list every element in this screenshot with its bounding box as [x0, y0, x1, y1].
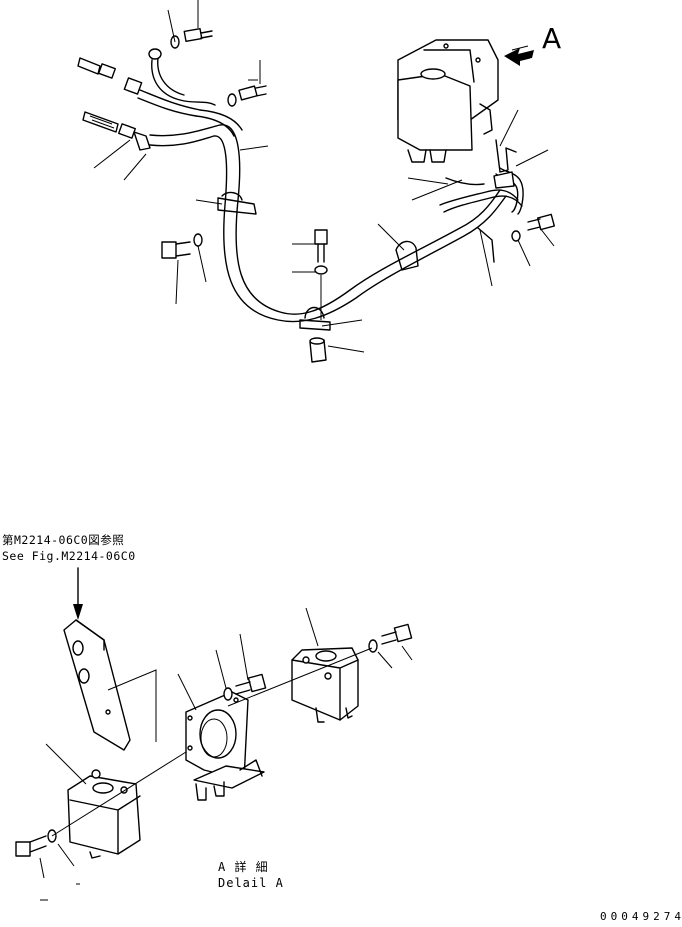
- reference-note-jp: 第M2214-06C0図参照: [2, 533, 125, 547]
- connector-upper: [77, 57, 201, 117]
- reference-note-en: See Fig.M2214-06C0: [2, 549, 136, 563]
- spacer: [309, 337, 327, 363]
- bolt-center-mid: [227, 85, 267, 107]
- clamp-middle: [395, 240, 419, 271]
- leader-lines-detail: [39, 607, 413, 901]
- bolt-left: [161, 233, 203, 259]
- detail-caption-en: Delail A: [218, 876, 284, 890]
- bolt-right: [511, 213, 556, 242]
- bolt-vertical: [314, 229, 328, 320]
- reservoir-tank-detail-right: [291, 647, 359, 723]
- bolt-detail-left: [15, 829, 57, 857]
- reservoir-tank-detail-left: [67, 769, 141, 859]
- connector-lower: [82, 111, 151, 151]
- wire-harness-main: [149, 109, 507, 323]
- leader-lines-upper: [93, 60, 555, 353]
- detail-caption-jp: A 詳 細: [218, 860, 269, 874]
- mounting-bracket: [185, 691, 265, 801]
- arrow-view-a: [504, 45, 534, 66]
- frame-plate: [63, 619, 157, 751]
- drawing-number: 00049274: [600, 910, 682, 923]
- clamp-bottom: [299, 306, 331, 331]
- bracket-right: [493, 139, 517, 189]
- bolt-detail-center: [223, 673, 267, 701]
- bolt-top: [170, 27, 213, 49]
- view-a-marker: A: [542, 22, 562, 55]
- reservoir-tank-upper: [397, 39, 499, 163]
- reference-arrow: [73, 567, 83, 620]
- leader-lines-top: [167, 0, 199, 43]
- clamp-upper: [217, 191, 257, 215]
- alignment-lines: [51, 647, 373, 837]
- ground-cable: [148, 48, 216, 106]
- bolt-detail-right: [368, 623, 413, 653]
